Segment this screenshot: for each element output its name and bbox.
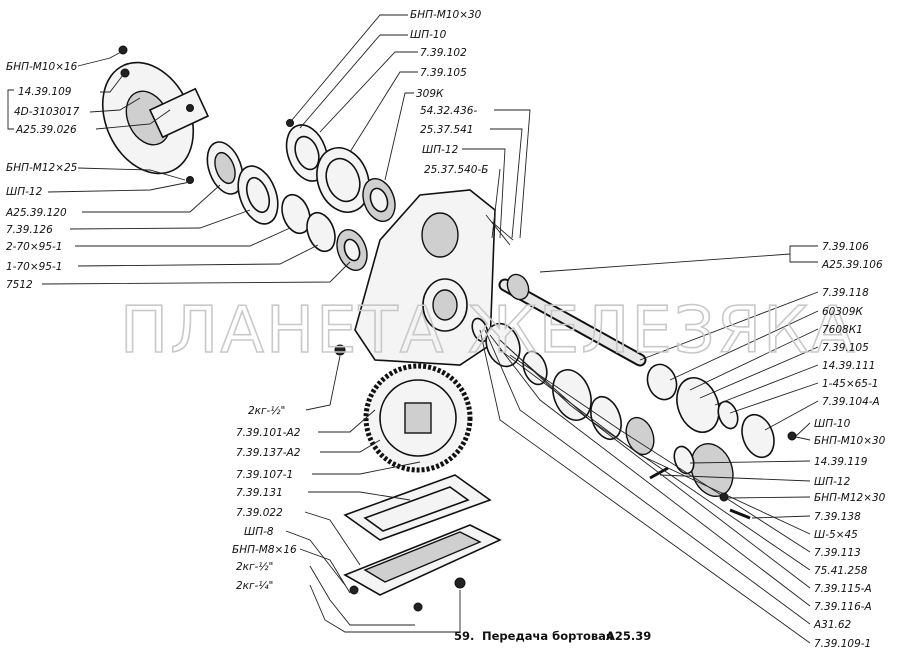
label-7-39-137-a2: 7.39.137-А2	[236, 447, 301, 459]
labels-right: 7.39.106 А25.39.106 7.39.118 60309К 7608…	[813, 241, 886, 650]
label-7-39-138: 7.39.138	[814, 511, 861, 523]
leader-lines	[7, 14, 819, 644]
label-a25-39-106: А25.39.106	[821, 259, 883, 271]
label-7-39-115-a: 7.39.115-А	[814, 583, 872, 595]
label-bolt-m12x30: БНП-М12×30	[814, 492, 886, 504]
label-14-39-109: 14.39.109	[18, 86, 72, 98]
large-gear	[363, 363, 473, 473]
label-bearing-309k: 309К	[416, 88, 444, 100]
labels-center: 2кг-½" 7.39.101-А2 7.39.137-А2 7.39.107-…	[232, 405, 301, 592]
label-a25-39-120: А25.39.120	[5, 207, 67, 219]
label-washer-10-top: ШП-10	[410, 29, 447, 41]
label-washer-12-left: ШП-12	[6, 186, 43, 198]
label-washer-12-top: ШП-12	[422, 144, 459, 156]
label-seal-2-70x95: 2-70×95-1	[6, 241, 62, 253]
left-seals-bearings	[206, 141, 368, 272]
figure-caption: 59. Передача бортовая А25.39	[454, 629, 651, 643]
label-7-39-113: 7.39.113	[814, 547, 861, 559]
label-plug-half-lower: 2кг-½"	[236, 561, 273, 573]
label-7-39-107-1: 7.39.107-1	[236, 469, 293, 481]
label-washer-10-right: ШП-10	[814, 418, 851, 430]
label-plug-half-upper: 2кг-½"	[248, 405, 285, 417]
label-7-39-131: 7.39.131	[236, 487, 283, 499]
labels-left: БНП-М10×16 14.39.109 4D-3103017 А25.39.0…	[5, 61, 80, 291]
gaskets-cover	[343, 474, 502, 612]
label-pin-5x45: Ш-5×45	[814, 529, 858, 541]
label-bearing-60309k: 60309К	[822, 306, 863, 318]
label-bolt-m12x25: БНП-М12×25	[6, 162, 78, 174]
caption-code: А25.39	[606, 629, 651, 643]
label-25-37-541: 25.37.541	[420, 124, 473, 136]
left-flange-hub	[101, 45, 210, 184]
label-14-39-119: 14.39.119	[814, 456, 868, 468]
label-7-39-118: 7.39.118	[822, 287, 869, 299]
label-7-39-126: 7.39.126	[6, 224, 53, 236]
upper-rings	[285, 119, 396, 223]
label-7-39-022: 7.39.022	[236, 507, 283, 519]
caption-number: 59.	[454, 629, 474, 643]
label-seal-1-45x65: 1-45×65-1	[822, 378, 878, 390]
label-a25-39-026: А25.39.026	[15, 124, 77, 136]
label-bearing-7512: 7512	[6, 279, 33, 291]
label-seal-1-70x95: 1-70×95-1	[6, 261, 62, 273]
label-bolt-m10x16: БНП-М10×16	[6, 61, 78, 73]
label-14-39-111: 14.39.111	[822, 360, 875, 372]
label-7-39-105-right: 7.39.105	[822, 342, 869, 354]
label-25-37-540-b: 25.37.540-Б	[424, 164, 488, 176]
label-7-39-104-a: 7.39.104-А	[822, 396, 880, 408]
label-7-39-102: 7.39.102	[420, 47, 467, 59]
label-75-41-258: 75.41.258	[814, 565, 868, 577]
label-washer-12-right: ШП-12	[814, 476, 851, 488]
label-7-39-101-a2: 7.39.101-А2	[236, 427, 301, 439]
label-plug-quarter: 2кг-¼"	[236, 580, 273, 592]
labels-top: БНП-М10×30 ШП-10 7.39.102 7.39.105 309К …	[410, 9, 488, 176]
label-54-32-436: 54.32.436-	[420, 105, 477, 117]
watermark: ПЛАНЕТА ЖЕЛЕЗЯКА	[120, 294, 856, 368]
label-7-39-109-1: 7.39.109-1	[814, 638, 871, 650]
label-bolt-m10x30-top: БНП-М10×30	[410, 9, 482, 21]
gearbox-housing	[334, 189, 514, 366]
label-bolt-m10x30-right: БНП-М10×30	[814, 435, 886, 447]
caption-title: Передача бортовая	[482, 629, 613, 643]
label-washer-8: ШП-8	[244, 526, 274, 538]
label-4d-3103017: 4D-3103017	[14, 106, 80, 118]
label-a31-62: А31.62	[813, 619, 852, 631]
label-7-39-105-top: 7.39.105	[420, 67, 467, 79]
label-bolt-m8x16: БНП-М8×16	[232, 544, 297, 556]
label-7-39-116-a: 7.39.116-А	[814, 601, 872, 613]
shaft	[498, 273, 647, 367]
label-7-39-106: 7.39.106	[822, 241, 869, 253]
label-bearing-7608k1: 7608К1	[822, 324, 863, 336]
